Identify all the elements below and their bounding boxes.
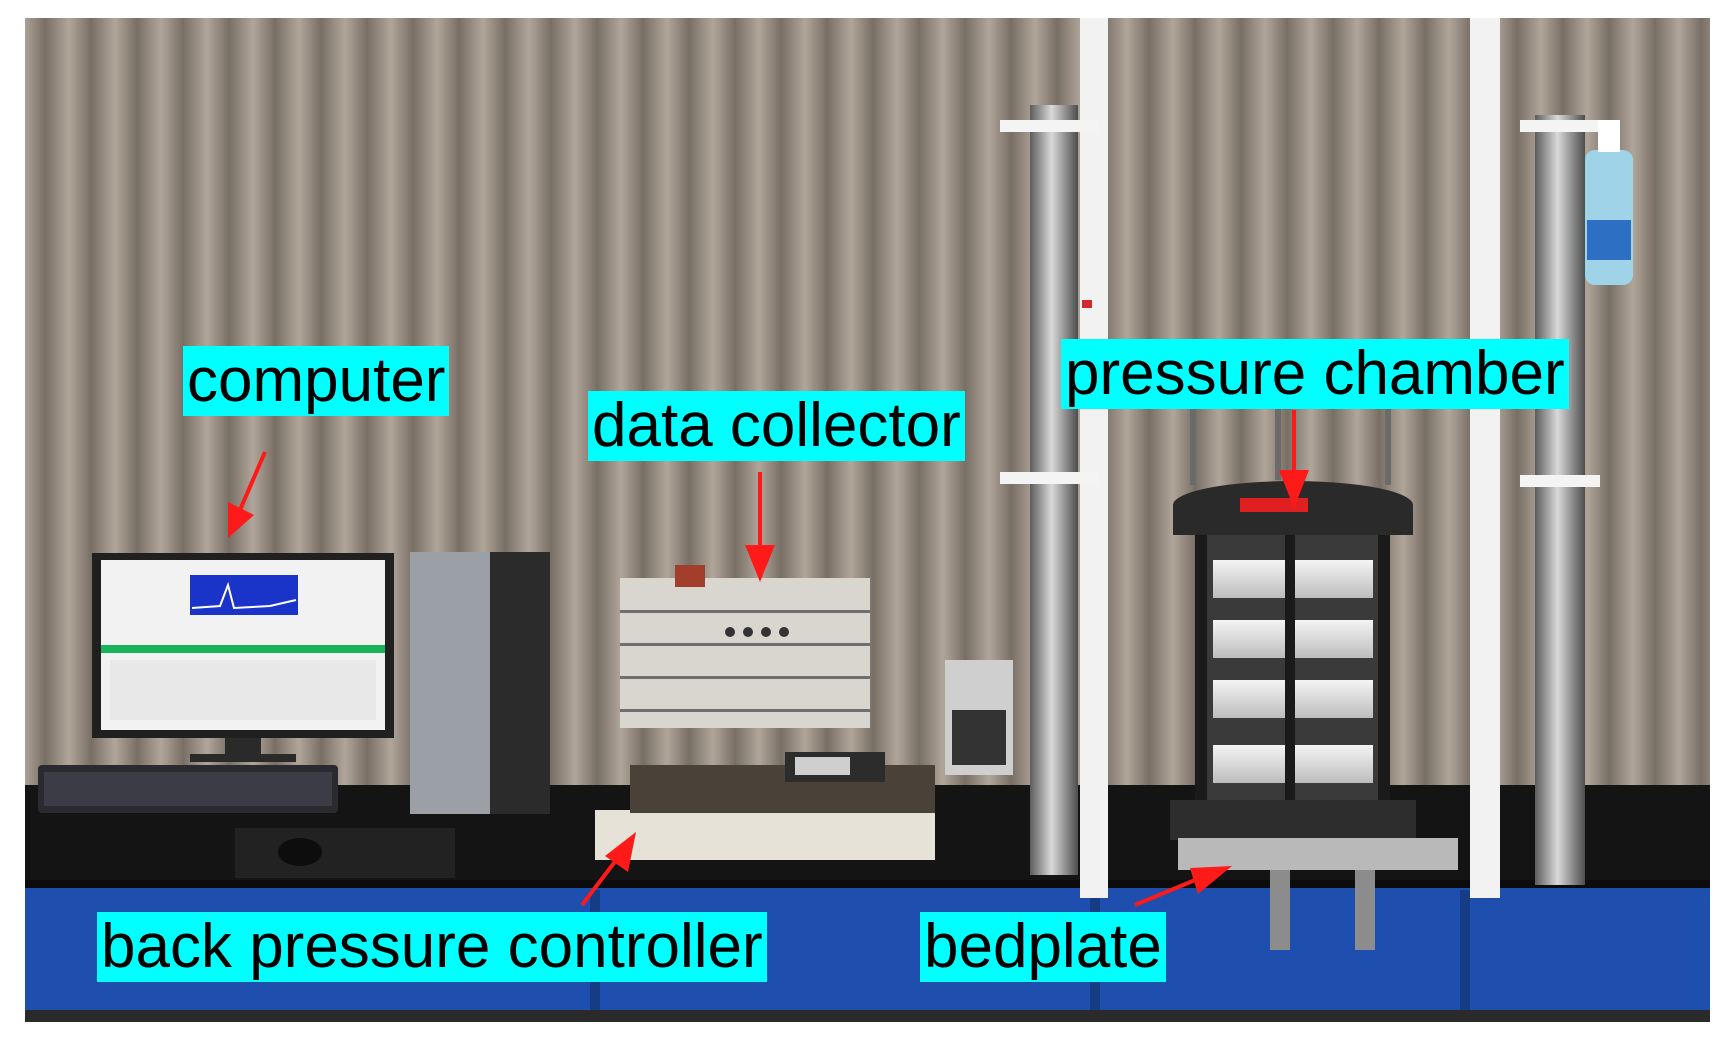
arrow-to-bedplate	[1134, 866, 1232, 907]
back-pressure-controller-label: back pressure controller	[97, 912, 767, 982]
pc-tower	[410, 552, 550, 814]
data-collector-device	[620, 565, 870, 728]
computer-monitor	[92, 553, 394, 762]
pressure-chamber-label: pressure chamber	[1061, 339, 1569, 409]
arrow-to-computer	[228, 451, 267, 538]
pressure-chamber-device	[1170, 380, 1416, 840]
arrow-to-back-pressure-controller	[580, 832, 636, 907]
annotation-arrows	[228, 410, 1309, 907]
load-frame	[1000, 18, 1600, 898]
keyboard	[38, 765, 338, 813]
bedplate-device	[1178, 838, 1458, 950]
water-bottle	[1585, 120, 1633, 285]
data-collector-label: data collector	[588, 391, 965, 461]
pressure-gauge-box	[945, 660, 1013, 775]
mouse-and-pad	[235, 828, 455, 878]
computer-label: computer	[183, 346, 450, 416]
bedplate-label: bedplate	[920, 912, 1166, 982]
arrow-to-pressure-chamber	[1279, 410, 1309, 508]
arrow-to-data-collector	[745, 472, 775, 582]
back-pressure-controller-device	[595, 752, 935, 860]
